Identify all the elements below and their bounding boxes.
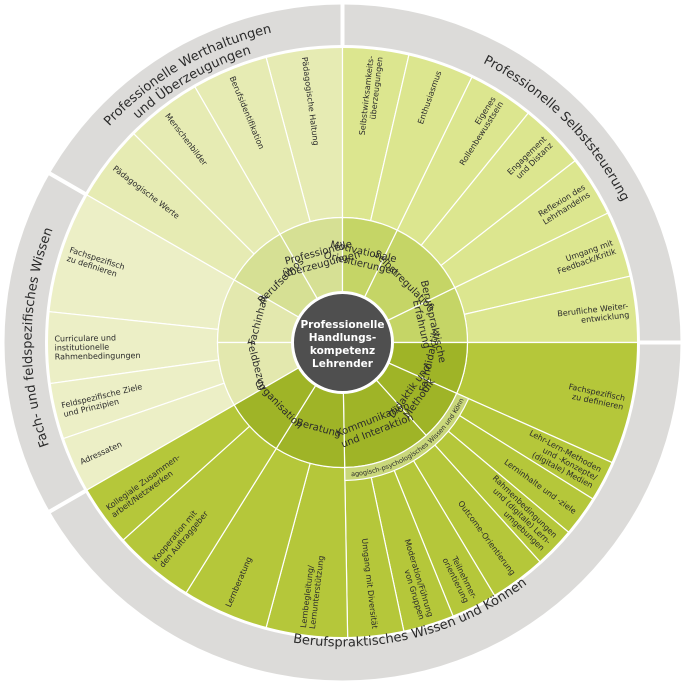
center-circle [291, 291, 394, 394]
center-disc: Professionelle Handlungs- kompetenz Lehr… [291, 291, 394, 394]
wheel-edge [45, 45, 640, 640]
item-label-curriculare: Curriculare undinstitutionelleRahmenbedi… [54, 333, 140, 361]
item-label-curriculare-line: Curriculare und [54, 333, 116, 343]
sector-layer [4, 4, 681, 681]
item-label-curriculare-line: institutionelle [54, 343, 109, 353]
center-line-4: Lehrender [312, 358, 374, 370]
center-line-2: Handlungs- [309, 332, 377, 344]
quadrant-divider [47, 170, 88, 197]
center-line-3: kompetenz [310, 345, 375, 357]
item-label-curriculare-line: Rahmenbedingungen [55, 351, 141, 361]
divider-layer [45, 2, 683, 640]
band-sector [344, 392, 470, 482]
center-line-1: Professionelle [300, 319, 384, 331]
quadrant-divider [47, 488, 88, 515]
